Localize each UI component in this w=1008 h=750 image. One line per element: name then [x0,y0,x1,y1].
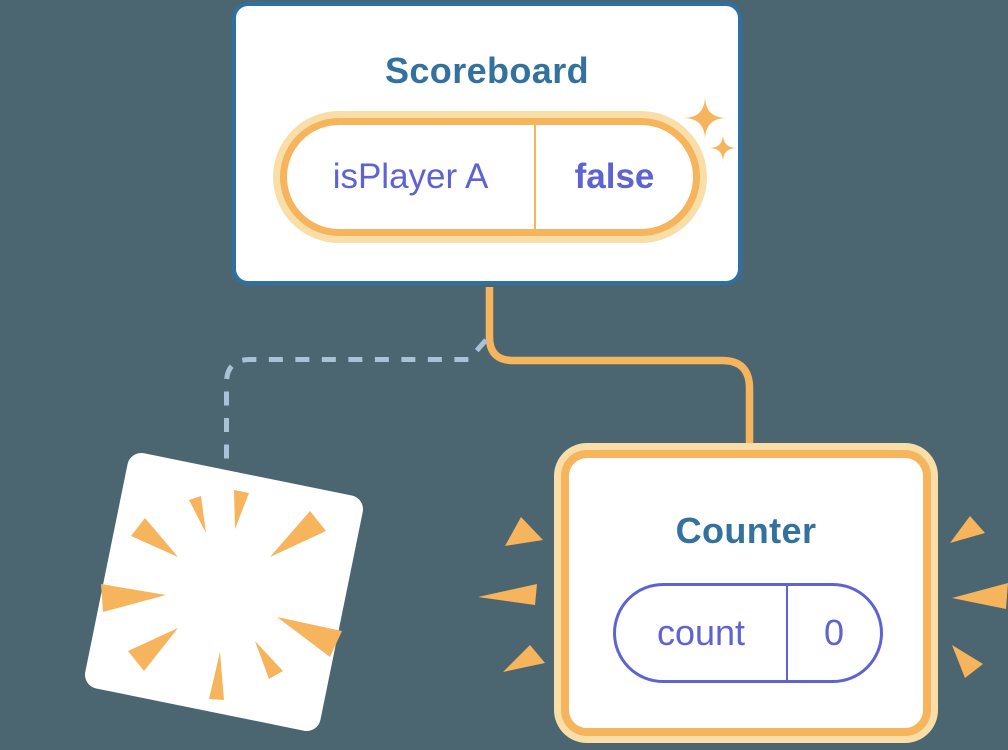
counter-state-pill: count 0 [613,583,883,683]
pill-divider [534,125,536,229]
scoreboard-component-card: Scoreboard isPlayer A false [232,2,742,285]
state-name: count [656,612,746,653]
tree-branch-solid-line [485,287,754,451]
counter-title: Counter [675,510,817,551]
poof-burst-icon [101,490,342,700]
tree-branch-dashed-line [224,338,488,466]
scoreboard-state-pill: isPlayer A false [280,118,700,236]
state-name: isPlayer A [332,157,489,196]
state-value: 0 [823,612,845,653]
counter-component-card: Counter count 0 [561,450,931,736]
poof-card [84,452,364,732]
state-value: false [574,157,655,196]
pill-divider [786,586,788,680]
scoreboard-title: Scoreboard [384,50,590,91]
removed-card [84,452,364,732]
emphasis-rays-right-icon [950,516,1008,678]
sparkles-icon [683,96,737,162]
emphasis-rays-left-icon [478,517,545,672]
